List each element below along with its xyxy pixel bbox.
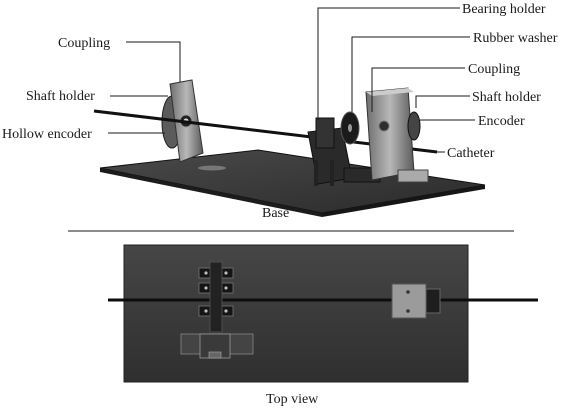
label-coupling-right: Coupling bbox=[468, 62, 520, 77]
top-bolt bbox=[204, 286, 208, 290]
base-slot bbox=[198, 165, 226, 171]
label-top-view: Top view bbox=[266, 392, 319, 407]
right-shaft-holder-top bbox=[366, 88, 414, 96]
right-shaft-holder-block bbox=[365, 87, 415, 181]
base-plate-edge-right bbox=[322, 185, 485, 217]
top-right-encoder bbox=[425, 288, 441, 314]
top-bolt bbox=[406, 309, 410, 313]
label-hollow-encoder: Hollow encoder bbox=[2, 127, 92, 142]
top-bolt bbox=[204, 271, 208, 275]
top-bolt bbox=[224, 309, 228, 313]
label-rubber-washer: Rubber washer bbox=[473, 31, 558, 46]
bearing-leg-2 bbox=[330, 160, 334, 186]
bearing-leg-1 bbox=[314, 160, 318, 186]
label-shaft-holder-right: Shaft holder bbox=[472, 90, 541, 105]
label-shaft-holder-left: Shaft holder bbox=[26, 89, 95, 104]
label-coupling-left: Coupling bbox=[58, 36, 110, 51]
label-encoder: Encoder bbox=[478, 114, 525, 129]
top-bolt bbox=[204, 309, 208, 313]
label-base: Base bbox=[262, 206, 289, 221]
base-plate-edge bbox=[100, 168, 322, 217]
top-view bbox=[108, 244, 538, 383]
encoder-body bbox=[407, 111, 421, 141]
label-catheter: Catheter bbox=[447, 146, 495, 161]
top-bolt bbox=[406, 290, 410, 294]
top-right-holder bbox=[391, 283, 427, 319]
rubber-washer-hole bbox=[348, 124, 352, 132]
top-bearing-nub bbox=[208, 351, 222, 359]
bearing-holder-upright bbox=[315, 117, 335, 149]
right-holder-bore bbox=[378, 120, 390, 132]
leader-lines bbox=[108, 7, 475, 153]
top-bolt bbox=[224, 286, 228, 290]
top-stack-spine bbox=[209, 261, 223, 333]
label-bearing-holder: Bearing holder bbox=[462, 2, 546, 17]
top-bolt bbox=[224, 271, 228, 275]
right-holder-foot bbox=[397, 169, 429, 183]
perspective-view bbox=[93, 79, 486, 217]
